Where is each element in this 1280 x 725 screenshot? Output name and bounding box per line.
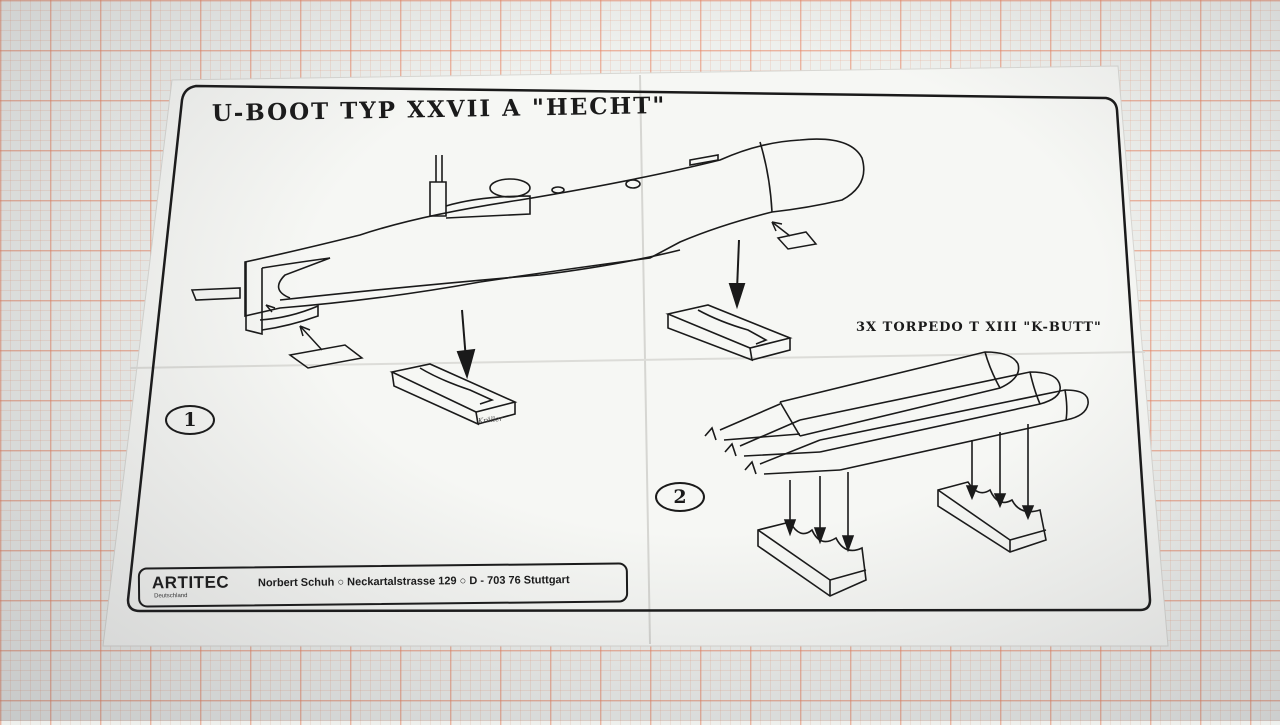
step-number-2: 2: [655, 482, 705, 512]
down-arrows-torpedo: [783, 424, 1035, 553]
brand-country: Deutschland: [154, 593, 188, 600]
torpedo-label: 3X TORPEDO T XIII "K-BUTT": [856, 320, 1102, 335]
part-plate-front: [288, 344, 364, 369]
step-number-1: 1: [165, 405, 215, 435]
publisher-address: Norbert Schuh ○ Neckartalstrasse 129 ○ D…: [257, 574, 570, 590]
down-arrows-hull: [456, 239, 746, 380]
hull-cradle-rear: [665, 304, 793, 362]
torpedo-rack-right: [937, 481, 1047, 553]
sheet-border: [126, 84, 1152, 613]
pointer-arrows: [265, 221, 791, 351]
conning-tower: [429, 154, 719, 219]
part-plate-rear: [776, 231, 818, 250]
submarine-hull: [190, 138, 865, 336]
publisher-footer: ARTITEC Deutschland Norbert Schuh ○ Neck…: [137, 562, 629, 608]
torpedo-group: [704, 351, 1089, 475]
hull-cradle-front: [389, 363, 518, 426]
paper-sheet: [102, 65, 1169, 647]
brand-name: ARTITEC: [151, 572, 230, 593]
torpedo-rack-left: [757, 521, 867, 597]
